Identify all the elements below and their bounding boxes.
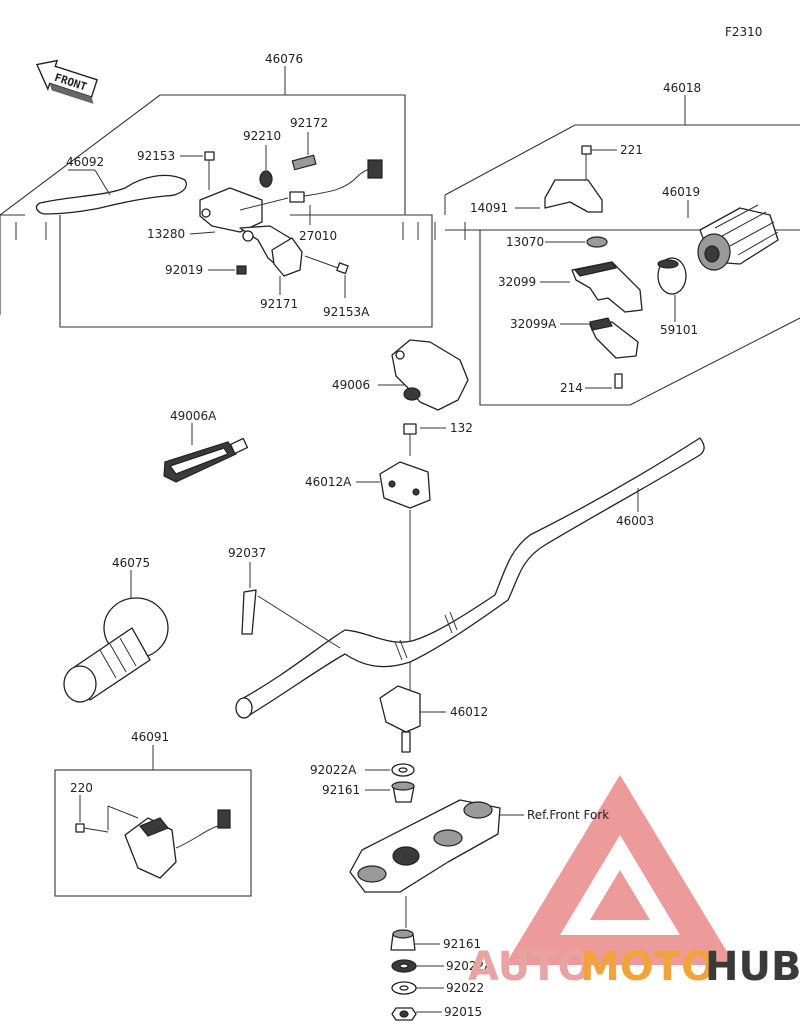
hand-guard-mount: 49006 bbox=[332, 339, 469, 411]
label-13280: 13280 bbox=[147, 227, 185, 241]
brake-lever bbox=[35, 174, 187, 215]
label-92022A-top: 92022A bbox=[310, 763, 357, 777]
label-92153: 92153 bbox=[137, 149, 175, 163]
label-132: 132 bbox=[450, 421, 473, 435]
label-49006A: 49006A bbox=[170, 409, 217, 423]
label-46019: 46019 bbox=[662, 185, 700, 199]
cable-tie: 92037 bbox=[228, 546, 341, 649]
label-92172: 92172 bbox=[290, 116, 328, 130]
front-arrow-icon: FRONT bbox=[35, 59, 98, 104]
handlebar-switch-group: 46091 220 bbox=[54, 730, 252, 897]
bushing-top: 92161 bbox=[322, 781, 415, 803]
label-92037: 92037 bbox=[228, 546, 266, 560]
label-59101: 59101 bbox=[660, 323, 698, 337]
watermark-hub: HUB bbox=[705, 944, 800, 990]
label-14091: 14091 bbox=[470, 201, 508, 215]
brake-lever-group: 46076 46092 92153 92210 92172 27010 132 bbox=[0, 52, 433, 328]
watermark-moto: MOTO bbox=[580, 944, 715, 990]
turn-signal: 49006A bbox=[163, 409, 249, 483]
label-220: 220 bbox=[70, 781, 93, 795]
watermark-text: AUTO MOTO HUB bbox=[468, 944, 800, 990]
label-92022A-bottom: 92022A bbox=[446, 959, 493, 973]
label-27010: 27010 bbox=[299, 229, 337, 243]
ref-front-fork: Ref.Front Fork bbox=[527, 808, 609, 822]
label-92210: 92210 bbox=[243, 129, 281, 143]
handlebar-clamp-lower: 46012 bbox=[379, 685, 488, 753]
label-32099A: 32099A bbox=[510, 317, 557, 331]
watermark-logo bbox=[505, 775, 735, 965]
label-46018: 46018 bbox=[663, 81, 701, 95]
washer-bottom-a: 92022A bbox=[391, 959, 493, 973]
washer-bottom: 92022 bbox=[391, 981, 484, 995]
throttle-group: 46018 221 14091 13070 32099 32099A 214 5 bbox=[434, 81, 800, 406]
grip: 46075 bbox=[63, 556, 169, 703]
label-214: 214 bbox=[560, 381, 583, 395]
label-46012: 46012 bbox=[450, 705, 488, 719]
label-92171: 92171 bbox=[260, 297, 298, 311]
label-46003: 46003 bbox=[616, 514, 654, 528]
label-46092: 46092 bbox=[66, 155, 104, 169]
label-92161-top: 92161 bbox=[322, 783, 360, 797]
nut-bottom: 92015 bbox=[391, 1005, 482, 1021]
figure-code: F2310 bbox=[725, 25, 762, 39]
throttle-tube bbox=[697, 204, 779, 271]
label-92153A: 92153A bbox=[323, 305, 370, 319]
label-221: 221 bbox=[620, 143, 643, 157]
label-92022: 92022 bbox=[446, 981, 484, 995]
label-49006: 49006 bbox=[332, 378, 370, 392]
bushing-bottom: 92161 bbox=[390, 929, 481, 951]
label-32099: 32099 bbox=[498, 275, 536, 289]
label-92019: 92019 bbox=[165, 263, 203, 277]
label-46012A: 46012A bbox=[305, 475, 352, 489]
label-92015: 92015 bbox=[444, 1005, 482, 1019]
bolt-132: 132 bbox=[403, 421, 473, 456]
label-13070: 13070 bbox=[506, 235, 544, 249]
triple-clamp: Ref.Front Fork bbox=[349, 799, 609, 928]
label-46091: 46091 bbox=[131, 730, 169, 744]
handlebar: 46003 bbox=[235, 437, 705, 719]
washer-top: 92022A bbox=[310, 763, 415, 777]
label-92161-bottom: 92161 bbox=[443, 937, 481, 951]
watermark-auto: AUTO bbox=[468, 944, 592, 990]
label-46076: 46076 bbox=[265, 52, 303, 66]
handlebar-clamp-upper: 46012A bbox=[305, 461, 431, 509]
label-46075: 46075 bbox=[112, 556, 150, 570]
